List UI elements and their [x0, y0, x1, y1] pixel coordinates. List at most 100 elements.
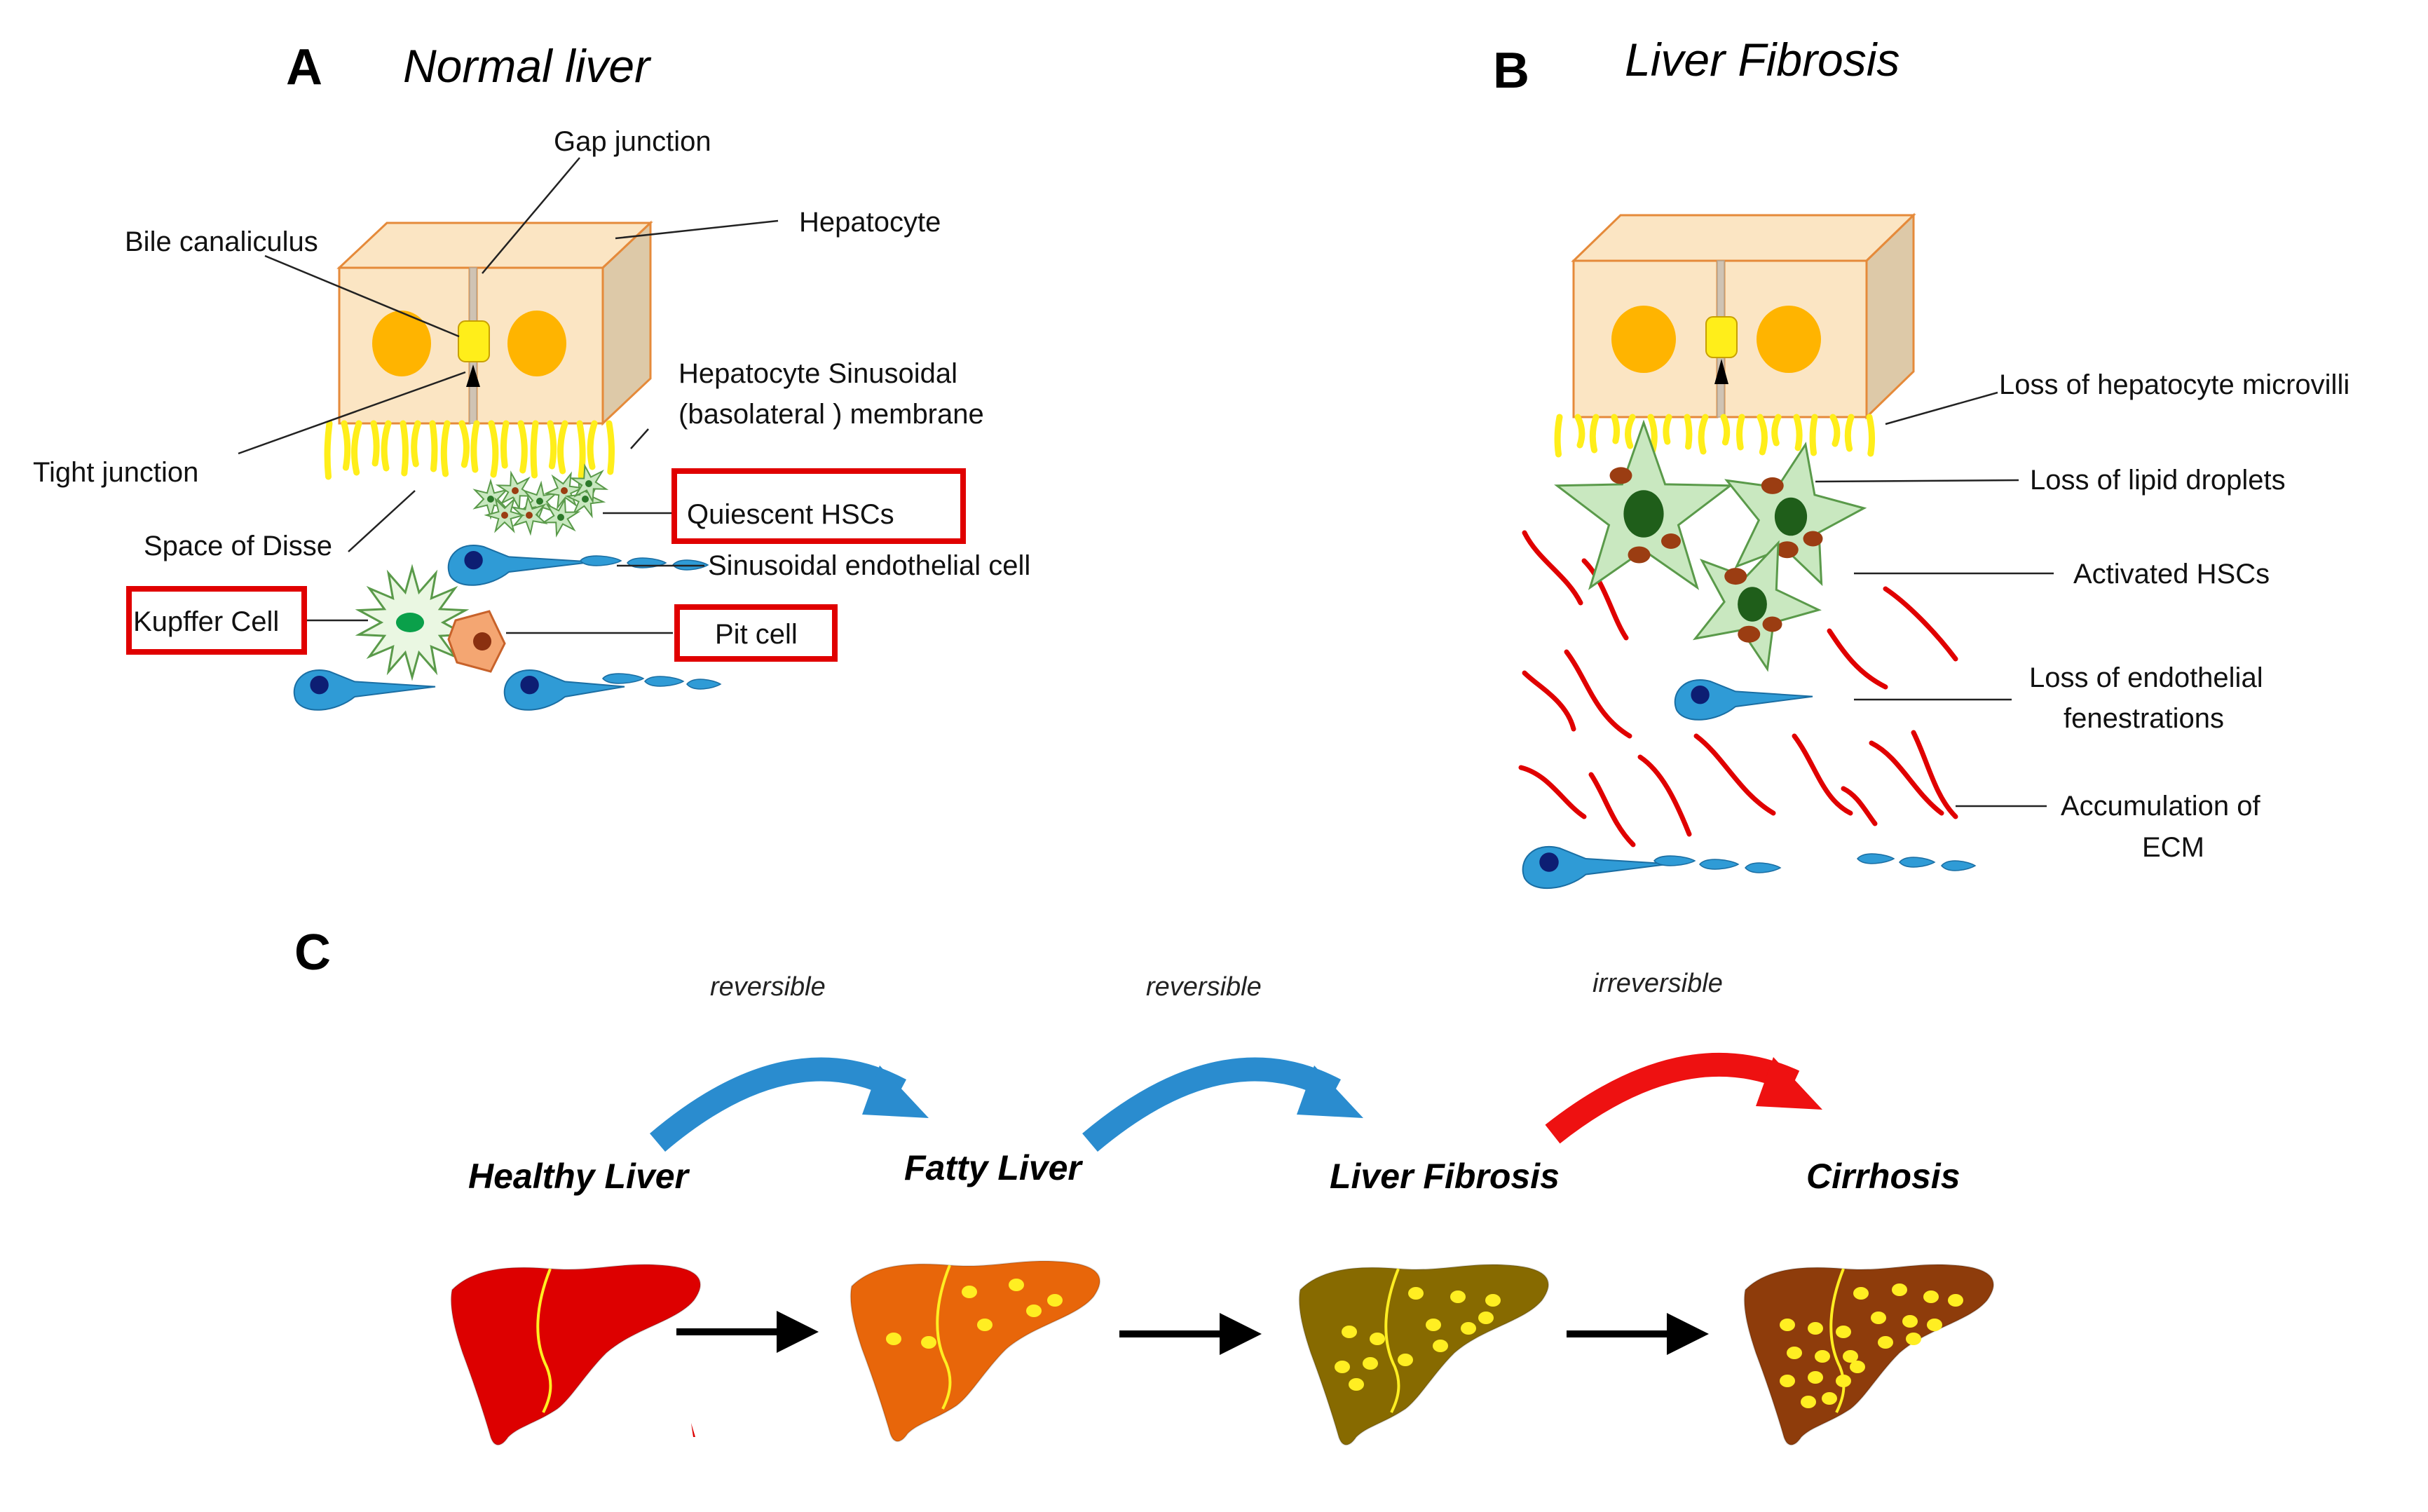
fenestra: [1899, 857, 1936, 868]
curved-arrow-head-icon: [1297, 1065, 1363, 1118]
liver-silhouette-icon: [450, 1263, 702, 1446]
endothelial-cell: [447, 545, 594, 586]
fat-droplet: [1009, 1279, 1024, 1291]
curved-arrow-icon: [650, 1057, 907, 1152]
sinusoidal-endothelial-cell-label: Sinusoidal endothelial cell: [708, 550, 1030, 581]
microvillus: [1720, 414, 1731, 446]
fenestra: [1857, 853, 1895, 864]
hsc-droplet: [526, 512, 533, 519]
microvilli: [324, 420, 615, 480]
fat-droplet: [1426, 1319, 1441, 1331]
liver-silhouette-icon: [1298, 1263, 1550, 1446]
ecm-fiber: [1883, 586, 1958, 662]
kupffer-cell-label: Kupffer Cell: [133, 606, 279, 637]
fat-droplet: [1853, 1287, 1869, 1300]
microvillus: [1844, 414, 1855, 452]
endothelial-nucleus: [1691, 686, 1710, 704]
lipid-droplet: [1775, 541, 1799, 559]
fenestra: [1699, 859, 1740, 870]
fat-droplet: [977, 1319, 993, 1331]
sinusoidal-membrane-label-line1: Hepatocyte Sinusoidal: [678, 358, 957, 389]
activated-hsc-icon: [1554, 419, 1867, 672]
fat-droplet: [1047, 1294, 1063, 1307]
fat-droplet: [1808, 1371, 1823, 1384]
loss-fenestrations-label-line2: fenestrations: [2064, 703, 2224, 734]
panel-b-letter: B: [1493, 43, 1529, 99]
transition-3-label: irreversible: [1592, 969, 1723, 998]
lipid-droplet: [1803, 531, 1823, 547]
microvillus: [517, 420, 528, 474]
endothelial-nucleus: [310, 676, 329, 695]
fat-droplet: [1892, 1283, 1907, 1296]
microvillus: [1589, 414, 1600, 454]
ecm-fiber: [1522, 530, 1583, 606]
curved-arrow-icon: [1082, 1057, 1341, 1152]
fat-droplet: [1878, 1336, 1893, 1349]
ecm-label-line2: ECM: [2142, 832, 2204, 863]
fat-droplet: [1902, 1315, 1918, 1328]
microvillus: [324, 420, 333, 480]
ecm-fiber: [1518, 765, 1587, 819]
endothelial-cell: [1674, 679, 1813, 721]
liver-shape: [1298, 1263, 1550, 1446]
fat-droplet: [921, 1336, 936, 1349]
liver-shape: [1743, 1263, 1995, 1446]
fat-droplet: [1342, 1326, 1357, 1338]
fat-droplet: [1026, 1305, 1042, 1317]
microvillus: [557, 420, 568, 475]
endothelial-nucleus: [520, 676, 539, 695]
fat-droplet: [1461, 1322, 1476, 1335]
microvillus: [1554, 414, 1563, 458]
liver-lobe-line: [1384, 1268, 1400, 1413]
microvillus: [351, 420, 362, 476]
liver-speck: [691, 1423, 695, 1437]
hsc-droplet: [487, 496, 494, 503]
lipid-droplet: [1738, 625, 1761, 643]
endothelial-cell: [1522, 846, 1670, 890]
fat-droplet: [1822, 1392, 1837, 1405]
fat-droplet: [1349, 1378, 1364, 1391]
fenestra: [1745, 862, 1782, 873]
microvillus: [1611, 414, 1621, 444]
microvillus: [1663, 414, 1672, 445]
ecm-fiber: [1869, 740, 1944, 816]
fat-droplet: [1948, 1294, 1963, 1307]
transition-2-label: reversible: [1146, 972, 1262, 1002]
microvillus: [1771, 414, 1782, 447]
ecm-fiber: [1522, 670, 1576, 732]
microvillus: [1829, 414, 1841, 447]
endothelial-cell-icon: [1522, 679, 1977, 890]
fenestra: [1653, 855, 1696, 866]
tight-junction-label: Tight junction: [33, 457, 198, 488]
ecm-fiber: [1564, 649, 1632, 739]
loss-lipid-label: Loss of lipid droplets: [2030, 465, 2286, 496]
quiescent-hscs-label: Quiescent HSCs: [687, 499, 894, 530]
hsc-droplet: [512, 487, 519, 494]
ecm-fiber: [1911, 730, 1958, 819]
hsc-droplet: [585, 480, 592, 487]
hsc-droplet: [582, 496, 589, 503]
fat-droplet: [1801, 1396, 1816, 1408]
sinusoidal-membrane-label-line2: (basolateral ) membrane: [678, 399, 984, 430]
fat-droplet: [1408, 1287, 1424, 1300]
fat-droplet: [1871, 1312, 1886, 1324]
microvillus: [587, 420, 598, 470]
fat-droplet: [1850, 1361, 1865, 1373]
fat-droplet: [1923, 1290, 1939, 1303]
fat-droplet: [886, 1333, 901, 1345]
curved-arrow-head-icon: [1756, 1057, 1822, 1110]
fat-droplet: [1808, 1322, 1823, 1335]
microvillus: [1684, 414, 1693, 450]
lipid-droplet: [1628, 546, 1651, 564]
ecm-fiber-icon: [1518, 530, 1958, 847]
lipid-droplet: [1609, 467, 1632, 484]
liver-shape: [450, 1263, 702, 1446]
microvillus: [411, 420, 421, 468]
activated-hscs-label: Activated HSCs: [2073, 559, 2270, 590]
curved-arrow-head-icon: [862, 1065, 929, 1118]
ecm-fiber: [1792, 733, 1853, 816]
microvillus: [547, 420, 557, 470]
fat-droplet: [1398, 1354, 1413, 1366]
